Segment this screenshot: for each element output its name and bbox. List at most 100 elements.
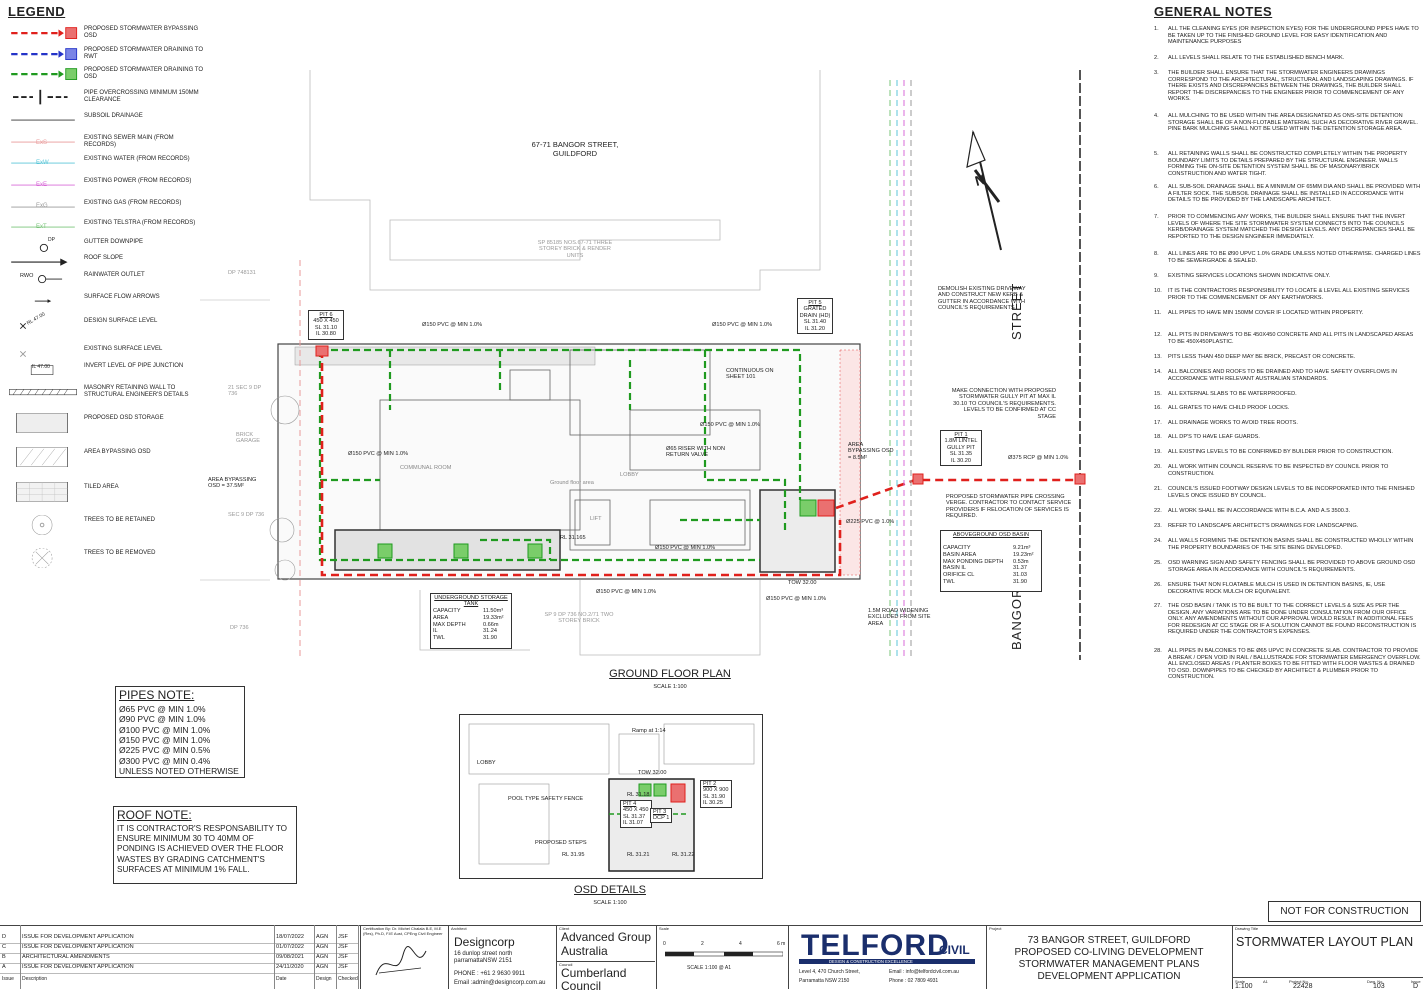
legend-symbol-text: DP <box>48 237 55 243</box>
legend-row: INVERT LEVEL OF PIPE JUNCTION <box>4 361 214 383</box>
revision-rev: D <box>2 934 7 940</box>
annotation-crossing: PROPOSED STORMWATER PIPE CROSSING VERGE.… <box>946 494 1072 520</box>
general-note-text: ALL SUB-SOIL DRAINAGE SHALL BE A MINIMUM… <box>1168 184 1421 204</box>
general-note-text: THE BUILDER SHALL ENSURE THAT THE STORMW… <box>1168 70 1414 103</box>
general-note-text: EXISTING SERVICES LOCATIONS SHOWN INDICA… <box>1168 273 1331 279</box>
legend-label: SURFACE FLOW ARROWS <box>84 294 160 300</box>
room-label: LOBBY <box>620 472 639 478</box>
legend-row: RAINWATER OUTLET <box>4 270 214 292</box>
general-note-text: THE OSD BASIN / TANK IS TO BE BUILT TO T… <box>1168 603 1417 636</box>
legend-label: MASONRY RETAINING WALL TO STRUCTURAL ENG… <box>84 385 189 398</box>
revision-desc: ISSUE FOR DEVELOPMENT APPLICATION <box>22 964 134 970</box>
general-note-text: ALL WALLS FORMING THE DETENTION BASINS S… <box>1168 538 1414 551</box>
pipe-label: Ø150 PVC @ MIN 1.0% <box>348 451 409 457</box>
table-value: 19.23m² <box>1013 551 1034 558</box>
general-note-text: ALL PIPES IN BALCONIES TO BE Ø65 uPVC IN… <box>1168 648 1421 681</box>
tree-removed-icon <box>31 548 53 568</box>
revision-date: 24/11/2020 <box>276 964 304 970</box>
pipe-label: Ø150 PVC @ MIN 1.0% <box>596 589 657 595</box>
revision-divider <box>0 963 358 964</box>
pipe-overcrossing-icon <box>12 89 68 105</box>
scale-bar-icon <box>665 951 783 957</box>
red-dashed-pipe-icon <box>11 27 78 39</box>
scale-tick: 2 <box>701 941 704 947</box>
revision-design: AGN <box>316 944 329 950</box>
legend-row: MASONRY RETAINING WALL TO STRUCTURAL ENG… <box>4 383 214 405</box>
general-note-number: 9. <box>1154 273 1159 279</box>
room-label: Ground floor area <box>550 480 594 486</box>
osd-label: LOBBY <box>477 760 496 766</box>
certification-cell: Certification By: Dr. Michel Chalala B.E… <box>360 925 446 989</box>
table-key: CAPACITY <box>943 545 971 551</box>
table-value: 31.90 <box>483 635 497 642</box>
legend-label: EXISTING SEWER MAIN (FROM RECORDS) <box>84 135 174 148</box>
table-key: BASIN AREA <box>943 551 977 558</box>
pipe-label: Ø375 RCP @ MIN 1.0% <box>1008 455 1069 461</box>
pit-line: 450 x 450 <box>313 318 339 325</box>
project-line: PROPOSED CO-LIVING DEVELOPMENT <box>1014 947 1204 958</box>
client-cell: Client Advanced Group Australia Council … <box>556 925 655 993</box>
general-note-text: ALL BALCONIES AND ROOFS TO BE DRAINED AN… <box>1168 369 1397 382</box>
title-block <box>0 925 1423 990</box>
plan-title: GROUND FLOOR PLAN <box>609 668 731 680</box>
pit-line: DCP 1 <box>653 815 670 822</box>
pit-name: PIT 1 <box>954 432 968 438</box>
boundary-mark: BRICK GARAGE <box>236 432 260 445</box>
pit-line: 900 x 900 <box>703 787 729 794</box>
table-key: AREA <box>433 614 449 621</box>
telstra-line-icon <box>11 226 75 228</box>
revision-desc: ISSUE FOR DEVELOPMENT APPLICATION <box>22 934 134 940</box>
footer-label-size: A1 <box>1263 979 1268 984</box>
pipes-note-line: Ø300 PVC @ MIN 0.4% <box>119 755 211 766</box>
footer-value-dwg_no: 103 <box>1373 983 1385 990</box>
general-note-text: ALL DRAINAGE WORKS TO AVOID TREE ROOTS. <box>1168 420 1298 426</box>
general-note-text: ALL PITS IN DRIVEWAYS TO BE 450x450 CONC… <box>1168 332 1414 345</box>
plan-scale: SCALE 1:100 <box>653 684 687 690</box>
annotation-demolish: DEMOLISH EXISTING DRIVEWAY AND CONSTRUCT… <box>938 286 1026 312</box>
legend-label: DESIGN SURFACE LEVEL <box>84 318 158 324</box>
legend-row: ROOF SLOPE <box>4 253 214 275</box>
revision-rev: C <box>2 944 7 950</box>
revision-rev: B <box>2 954 6 960</box>
table-value: 31.37 <box>1013 565 1027 572</box>
footer-value-scale: 1:100 <box>1235 983 1253 990</box>
table-key: ORIFICE CL <box>943 572 975 579</box>
not-for-construction-stamp: NOT FOR CONSTRUCTION <box>1268 901 1421 922</box>
downpipe-icon <box>39 243 48 252</box>
boundary-mark: DP 748131 <box>228 270 256 276</box>
legend-label: AREA BYPASSING OSD <box>84 449 151 455</box>
telford-logo: TELFORD <box>801 929 950 962</box>
revision-col-line <box>274 925 275 989</box>
revision-date: 09/08/2021 <box>276 954 304 960</box>
pit-line: SL 31.35 <box>949 451 973 458</box>
osd-details-drawing <box>459 714 763 879</box>
general-note-number: 6. <box>1154 184 1159 190</box>
annotation-bypass-left: AREA BYPASSING OSD = 37.5m² <box>208 477 257 490</box>
general-note-text: ALL GRATES TO HAVE CHILD PROOF LOCKS. <box>1168 405 1290 411</box>
legend-row: PROPOSED STORMWATER BYPASSING OSD <box>4 24 214 46</box>
table-value: 0.53m <box>1013 558 1029 565</box>
osd-label: POOL TYPE SAFETY FENCE <box>508 796 584 802</box>
revision-rev: A <box>2 964 6 970</box>
legend-row: EXISTING TELSTRA (FROM RECORDS) <box>4 218 214 240</box>
sewer-line-icon <box>11 141 75 143</box>
general-note-text: IT IS THE CONTRACTORS RESPONSIBILITY TO … <box>1168 288 1410 301</box>
legend-symbol-text: IL 47.00 <box>32 364 50 370</box>
pit-line: GULLY PIT <box>946 444 976 451</box>
general-note-text: ALL WORK WITHIN COUNCIL RESERVE TO BE IN… <box>1168 464 1389 477</box>
neighbour-block: SP 85185 Nos.67-71 THREE STOREY BRICK & … <box>537 240 613 259</box>
revision-design: AGN <box>316 934 329 940</box>
table-key: BASIN IL <box>943 565 967 572</box>
pit-line: IL 30.80 <box>315 331 336 338</box>
pipes-note-line: Ø90 PVC @ MIN 1.0% <box>119 714 206 725</box>
general-note-number: 13. <box>1154 354 1162 360</box>
osd-label: TOW 32.00 <box>638 770 667 776</box>
legend-row: EXISTING SEWER MAIN (FROM RECORDS) <box>4 133 214 155</box>
pit-name: PIT 3 <box>653 809 667 815</box>
general-note-number: 19. <box>1154 449 1162 455</box>
revision-desc: ARCHITECTURAL AMENDMENTS <box>22 954 110 960</box>
legend-row: EXISTING GAS (FROM RECORDS) <box>4 198 214 220</box>
general-note-number: 22. <box>1154 508 1162 514</box>
